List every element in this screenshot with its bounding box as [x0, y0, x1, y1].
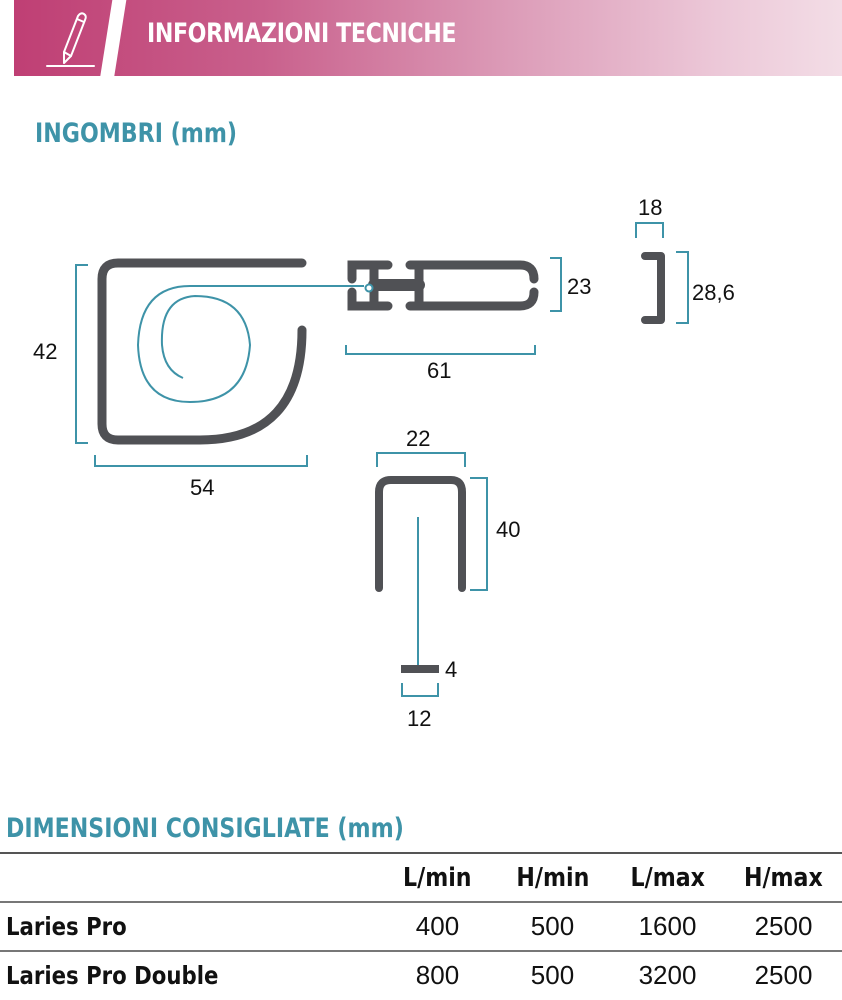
- bottom-bar-thickness-label: 4: [445, 657, 457, 682]
- bar-height-label: 23: [567, 274, 591, 299]
- guide-width-label: 22: [406, 426, 430, 451]
- value-lmax: 1600: [638, 911, 697, 941]
- value-hmin: 500: [530, 911, 575, 941]
- section-title-ingombri: INGOMBRI (mm): [35, 118, 238, 149]
- value-lmax: 3200: [638, 960, 697, 990]
- value-hmax: 2500: [754, 960, 813, 990]
- small-profile-height-label: 28,6: [692, 280, 735, 305]
- small-profile: [635, 222, 689, 324]
- pencil-icon: [46, 12, 95, 67]
- table-row: Laries Pro Double 800 500 3200 2500: [0, 951, 842, 999]
- guide-height-label: 40: [496, 517, 520, 542]
- banner-divider: [99, 0, 127, 80]
- dimensions-diagram: 42 54 23 61 18 28,6 22 40 4 12: [33, 195, 735, 731]
- dimensions-table: L/min H/min L/max H/max Laries Pro 400 5…: [0, 852, 842, 999]
- page-title: INFORMAZIONI TECNICHE: [147, 18, 457, 49]
- cassette-height-label: 42: [33, 339, 57, 364]
- product-name: Laries Pro Double: [6, 961, 219, 990]
- column-header-hmax: H/max: [744, 862, 823, 893]
- value-lmin: 800: [415, 960, 460, 990]
- bottom-bar-width-label: 12: [407, 706, 431, 731]
- small-profile-width-label: 18: [638, 195, 662, 220]
- bar-width-label: 61: [427, 358, 451, 383]
- cassette-width-label: 54: [190, 475, 214, 500]
- section-title-dimensioni: DIMENSIONI CONSIGLIATE (mm): [6, 813, 404, 844]
- column-header-hmin: H/min: [516, 862, 589, 893]
- bar-profile: [345, 257, 562, 355]
- header-banner: INFORMAZIONI TECNICHE: [14, 0, 842, 80]
- value-lmin: 400: [415, 911, 460, 941]
- column-header: [0, 853, 380, 902]
- cassette-profile: [75, 258, 364, 467]
- table-header-row: L/min H/min L/max H/max: [0, 853, 842, 902]
- product-name: Laries Pro: [6, 912, 127, 941]
- value-hmax: 2500: [754, 911, 813, 941]
- column-header-lmin: L/min: [403, 862, 472, 893]
- column-header-lmax: L/max: [630, 862, 705, 893]
- value-hmin: 500: [530, 960, 575, 990]
- guide-profile: [375, 452, 488, 697]
- table-row: Laries Pro 400 500 1600 2500: [0, 902, 842, 951]
